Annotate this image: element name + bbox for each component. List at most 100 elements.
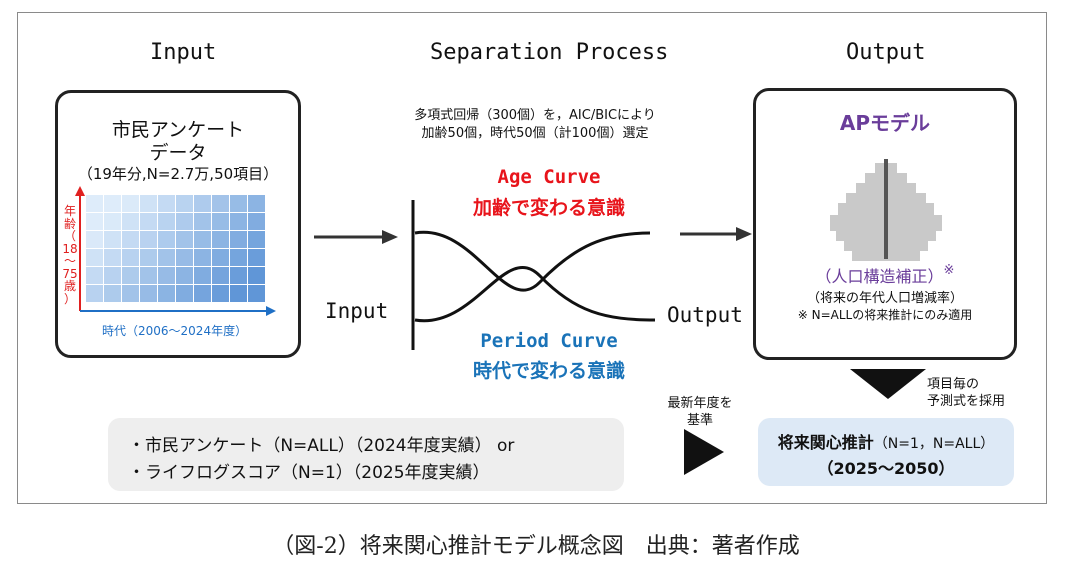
- heatmap-cell: [122, 231, 139, 248]
- heatmap-cell: [212, 267, 229, 284]
- arrow-input-to-process: [314, 230, 398, 244]
- heatmap-cell: [248, 285, 265, 302]
- heatmap-cell: [86, 213, 103, 230]
- input-source-line1: ・市民アンケート（N=ALL）（2024年度実績） or: [128, 436, 515, 456]
- heatmap-cell: [194, 213, 211, 230]
- curve-output-label: Output: [667, 303, 743, 327]
- age-axis-label: 年 齢 （ 18 〜 75 歳 ）: [60, 205, 80, 305]
- heatmap-cell: [176, 285, 193, 302]
- heatmap-cell: [176, 195, 193, 212]
- heatmap-cell: [212, 195, 229, 212]
- heatmap-cell: [194, 249, 211, 266]
- period-curve-subtitle: 時代で変わる意識: [472, 360, 625, 382]
- output-column-title: Output: [846, 40, 926, 65]
- heatmap-cell: [140, 285, 157, 302]
- heatmap-cell: [248, 249, 265, 266]
- heatmap-cell: [230, 249, 247, 266]
- heatmap-cell: [212, 231, 229, 248]
- correction-note: ※ N=ALLの将来推計にのみ適用: [797, 308, 973, 322]
- age-axis-char: 〜: [63, 254, 76, 268]
- mid-note-line2: 基準: [686, 413, 713, 428]
- age-axis-char: 年: [63, 204, 76, 218]
- heatmap-cell: [104, 213, 121, 230]
- future-estimate-title: 将来関心推計（N=1，N=ALL）: [758, 429, 1014, 453]
- input-box-title-line2: データ: [149, 142, 207, 164]
- future-estimate-years: （2025〜2050）: [817, 459, 955, 478]
- correction-sub: （将来の年代人口増減率）: [806, 291, 963, 306]
- heatmap-cell: [104, 285, 121, 302]
- heatmap-cell: [122, 213, 139, 230]
- heatmap-cell: [176, 231, 193, 248]
- period-curve-line: [414, 230, 651, 292]
- age-curve-line: [414, 266, 656, 323]
- heatmap-cell: [86, 249, 103, 266]
- diagram-frame: [17, 12, 1047, 504]
- heatmap-cell: [86, 285, 103, 302]
- heatmap-cell: [176, 213, 193, 230]
- heatmap-cell: [140, 195, 157, 212]
- future-estimate-box: 将来関心推計（N=1，N=ALL） （2025〜2050）: [758, 418, 1014, 486]
- heatmap-cell: [230, 267, 247, 284]
- heatmap-cell: [122, 285, 139, 302]
- input-column-title: Input: [150, 40, 217, 65]
- heatmap-cell: [104, 249, 121, 266]
- heatmap-cell: [248, 213, 265, 230]
- age-curve-subtitle: 加齢で変わる意識: [472, 197, 625, 219]
- heatmap-cell: [248, 267, 265, 284]
- arrow-process-to-output: [680, 227, 752, 241]
- heatmap-cell: [122, 249, 139, 266]
- heatmap-cell: [158, 231, 175, 248]
- right-triangle-icon: [684, 429, 724, 475]
- process-column-title: Separation Process: [430, 40, 669, 65]
- heatmap-cell: [194, 231, 211, 248]
- population-pyramid: [830, 159, 942, 261]
- time-axis-label: 時代（2006〜2024年度）: [102, 324, 248, 338]
- heatmap-cell: [122, 195, 139, 212]
- time-axis-arrowhead: [266, 306, 276, 316]
- correction-mark: ※: [943, 263, 955, 278]
- input-data-box: 市民アンケート データ （19年分,N=2.7万,50項目） 年 齢 （ 18 …: [55, 90, 301, 358]
- curve-input-label: Input: [325, 299, 389, 323]
- age-axis-char: 75: [62, 266, 78, 281]
- age-axis-char: （: [63, 229, 76, 243]
- ap-model-box: APモデル （人口構造補正）※ （将来の年代人口増減率） ※ N=ALLの将来推…: [753, 88, 1017, 360]
- heatmap-cell: [140, 231, 157, 248]
- heatmap-cell: [140, 213, 157, 230]
- heatmap-cell: [158, 249, 175, 266]
- heatmap-cell: [194, 285, 211, 302]
- heatmap-cell: [86, 267, 103, 284]
- heatmap-cell: [122, 267, 139, 284]
- heatmap-cell: [140, 249, 157, 266]
- heatmap-cell: [104, 195, 121, 212]
- heatmap-cell: [230, 195, 247, 212]
- heatmap-cell: [104, 267, 121, 284]
- heatmap-cell: [158, 213, 175, 230]
- heatmap-cell: [248, 231, 265, 248]
- heatmap-cell: [230, 285, 247, 302]
- right-note-line2: 予測式を採用: [927, 394, 1006, 409]
- age-axis-char: 18: [62, 241, 78, 256]
- heatmap-cell: [86, 231, 103, 248]
- correction-text: （人口構造補正）: [815, 267, 944, 286]
- input-box-title-line1: 市民アンケート: [111, 119, 245, 141]
- heatmap-cell: [176, 249, 193, 266]
- input-box-subtitle: （19年分,N=2.7万,50項目）: [77, 165, 279, 183]
- heatmap-cell: [158, 267, 175, 284]
- future-estimate-title-bold: 将来関心推計: [777, 433, 874, 452]
- age-axis-arrowhead: [75, 186, 85, 196]
- heatmap-cell: [158, 285, 175, 302]
- heatmap-cell: [230, 213, 247, 230]
- input-sources-box: ・市民アンケート（N=ALL）（2024年度実績） or ・ライフログスコア（N…: [108, 418, 624, 491]
- process-note-line2: 加齢50個，時代50個（計100個）選定: [421, 126, 649, 141]
- heatmap-cell: [104, 231, 121, 248]
- age-axis-char: ）: [63, 291, 76, 306]
- figure-caption: （図-2）将来関心推計モデル概念図 出典：著者作成: [272, 534, 800, 559]
- ap-model-title: APモデル: [839, 111, 931, 135]
- heatmap-cell: [230, 231, 247, 248]
- heatmap-cell: [248, 195, 265, 212]
- heatmap-cell: [140, 267, 157, 284]
- future-estimate-title-rest: （N=1，N=ALL）: [873, 436, 995, 452]
- age-curve-title: Age Curve: [497, 166, 601, 188]
- heatmap-cell: [158, 195, 175, 212]
- input-source-line2: ・ライフログスコア（N=1）（2025年度実績）: [128, 463, 490, 483]
